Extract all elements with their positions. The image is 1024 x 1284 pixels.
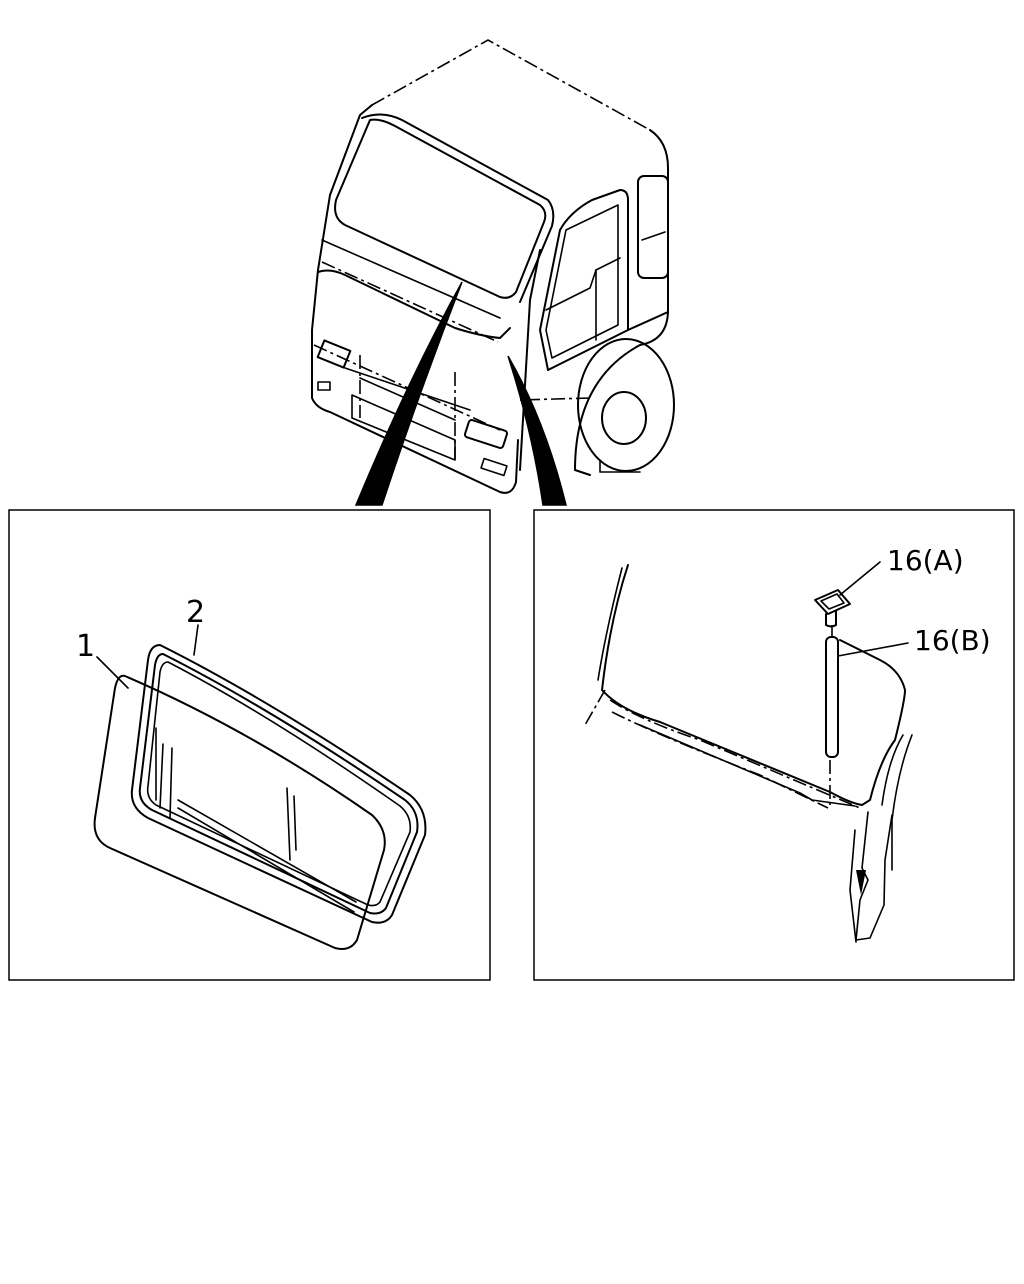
truck-cab-illustration — [311, 39, 675, 494]
leader-line-2 — [193, 624, 199, 656]
drain-hose-detail-panel — [533, 509, 1015, 981]
leader-line-16a — [839, 561, 881, 596]
right-callout-pointer — [507, 355, 567, 506]
callout-16b: 16(B) — [914, 624, 991, 657]
windshield-glass-illustration — [93, 674, 386, 950]
drain-hose-16b-illustration — [825, 625, 839, 758]
callout-16a: 16(A) — [887, 544, 964, 577]
callout-1: 1 — [76, 629, 95, 664]
leader-line-1 — [96, 656, 129, 689]
callout-2: 2 — [186, 595, 205, 630]
body-panel-illustration — [584, 564, 913, 943]
leader-line-16b — [837, 642, 909, 657]
left-callout-pointer — [354, 281, 463, 506]
grommet-16a-illustration — [814, 589, 851, 628]
windshield-detail-panel — [8, 509, 491, 981]
weatherstrip-illustration — [130, 644, 427, 924]
